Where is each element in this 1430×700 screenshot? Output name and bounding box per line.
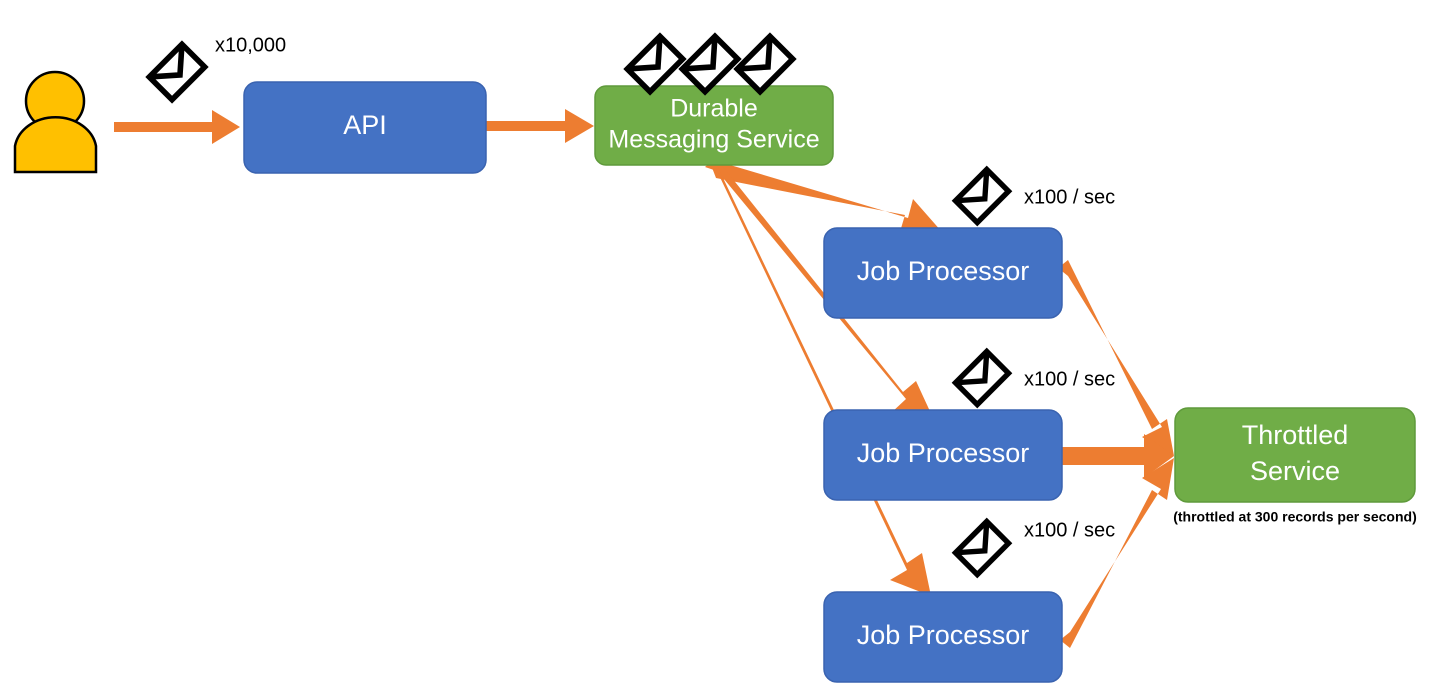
durable-messaging-label-line1: Durable xyxy=(670,95,758,123)
envelope-processor-1 xyxy=(955,169,1008,222)
flow-processor-1-to-throttled xyxy=(1058,260,1174,456)
ingress-volume-label: x10,000 xyxy=(215,34,286,56)
throttled-service-label-line2: Service xyxy=(1250,456,1340,486)
envelope-ingress xyxy=(149,44,204,99)
throttled-service-box-shape xyxy=(1174,407,1416,503)
node-job-processor-1[interactable]: Job Processor xyxy=(823,227,1063,319)
throttled-service-label-line1: Throttled xyxy=(1242,420,1349,450)
job-processor-1-label: Job Processor xyxy=(857,256,1030,286)
person-icon xyxy=(13,70,98,174)
rate-processor-1-label: x100 / sec xyxy=(1024,186,1115,208)
envelope-processor-3 xyxy=(955,521,1008,574)
throttle-rate-caption: (throttled at 300 records per second) xyxy=(1173,509,1417,525)
job-processor-2-label: Job Processor xyxy=(857,438,1030,468)
job-processor-3-label: Job Processor xyxy=(857,620,1030,650)
flow-messaging-to-processor-3 xyxy=(705,159,931,596)
node-api[interactable]: API xyxy=(243,81,487,174)
node-job-processor-2[interactable]: Job Processor xyxy=(823,409,1063,501)
job-processor-2-box-shape xyxy=(823,409,1063,501)
envelope-queue-2 xyxy=(682,36,737,91)
flow-messaging-to-processor-1 xyxy=(711,162,942,235)
flow-processor-2-to-throttled xyxy=(1058,434,1174,478)
envelope-processor-2 xyxy=(955,351,1008,404)
api-box-shape xyxy=(243,81,487,174)
flow-messaging-to-processor-2 xyxy=(707,158,934,420)
job-processor-3-box-shape xyxy=(823,591,1063,683)
durable-messaging-text-group: Durable Messaging Service xyxy=(608,95,819,154)
flow-user-to-api xyxy=(114,110,240,144)
envelope-queue-3 xyxy=(737,36,792,91)
flow-api-to-messaging xyxy=(486,109,594,143)
flow-processor-3-to-throttled xyxy=(1060,458,1174,648)
api-label: API xyxy=(343,110,387,140)
rate-processor-3-label: x100 / sec xyxy=(1024,519,1115,541)
job-processor-1-box-shape xyxy=(823,227,1063,319)
rate-processor-2-label: x100 / sec xyxy=(1024,368,1115,390)
envelope-queue-1 xyxy=(627,36,682,91)
node-job-processor-3[interactable]: Job Processor xyxy=(823,591,1063,683)
node-throttled-service[interactable]: Throttled Service xyxy=(1174,407,1416,503)
durable-messaging-label-line2: Messaging Service xyxy=(608,126,819,154)
